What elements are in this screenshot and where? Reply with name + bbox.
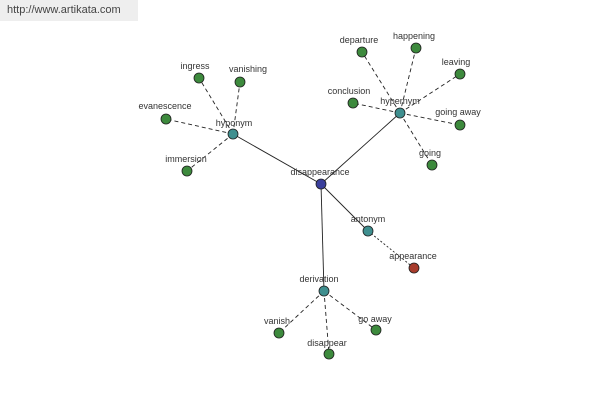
label-vanish[interactable]: vanish (264, 316, 290, 326)
label-happening[interactable]: happening (393, 31, 435, 41)
edge-hypernym-conclusion (352, 102, 401, 114)
edge-antonym-appearance (367, 230, 415, 269)
edge-derivation-vanish (278, 290, 325, 334)
node-evanescence[interactable] (160, 113, 172, 125)
node-departure[interactable] (356, 46, 368, 58)
label-ingress[interactable]: ingress (180, 61, 210, 71)
edge-derivation-disappear (323, 290, 330, 355)
node-immersion[interactable] (181, 165, 193, 177)
edge-center-hypernym (320, 112, 401, 185)
label-hypernym[interactable]: hypernym (380, 96, 420, 106)
label-departure[interactable]: departure (340, 35, 379, 45)
node-center[interactable] (315, 178, 327, 190)
label-vanishing[interactable]: vanishing (229, 64, 267, 74)
edge-hypernym-leaving (399, 73, 461, 114)
source-url-link[interactable]: http://www.artikata.com (7, 4, 121, 16)
label-conclusion[interactable]: conclusion (328, 86, 371, 96)
node-hyponym[interactable] (227, 128, 239, 140)
label-appearance[interactable]: appearance (389, 251, 437, 261)
label-go-away[interactable]: go away (358, 314, 392, 324)
edge-hyponym-vanishing (232, 81, 241, 135)
edge-hyponym-immersion (186, 133, 234, 172)
edge-center-antonym (320, 183, 369, 232)
edge-hypernym-going (399, 112, 433, 166)
edge-center-hyponym (232, 133, 322, 185)
node-happening[interactable] (410, 42, 422, 54)
label-antonym[interactable]: antonym (351, 214, 386, 224)
label-leaving[interactable]: leaving (442, 57, 471, 67)
node-vanish[interactable] (273, 327, 285, 339)
label-immersion[interactable]: immersion (165, 154, 207, 164)
node-ingress[interactable] (193, 72, 205, 84)
label-evanescence[interactable]: evanescence (138, 101, 191, 111)
label-derivation[interactable]: derivation (299, 274, 338, 284)
edge-hyponym-evanescence (165, 118, 234, 135)
node-antonym[interactable] (362, 225, 374, 237)
edge-derivation-go-away (323, 290, 377, 331)
edge-hypernym-departure (361, 51, 401, 114)
url-banner: http://www.artikata.com (0, 0, 138, 21)
node-going-away[interactable] (454, 119, 466, 131)
node-derivation[interactable] (318, 285, 330, 297)
label-hyponym[interactable]: hyponym (216, 118, 253, 128)
edge-hypernym-going-away (399, 112, 461, 126)
node-hypernym[interactable] (394, 107, 406, 119)
node-disappear[interactable] (323, 348, 335, 360)
node-go-away[interactable] (370, 324, 382, 336)
graph-nodes: ingress vanishing evanescence immersion hypo… (138, 31, 481, 360)
label-disappear[interactable]: disappear (307, 338, 347, 348)
label-going-away[interactable]: going away (435, 107, 481, 117)
graph-edges (165, 47, 461, 355)
label-going[interactable]: going (419, 148, 441, 158)
edge-hyponym-ingress (198, 77, 234, 135)
label-center[interactable]: disappearance (290, 167, 349, 177)
node-leaving[interactable] (454, 68, 466, 80)
node-vanishing[interactable] (234, 76, 246, 88)
node-going[interactable] (426, 159, 438, 171)
edge-center-derivation (320, 183, 325, 292)
node-appearance[interactable] (408, 262, 420, 274)
node-conclusion[interactable] (347, 97, 359, 109)
